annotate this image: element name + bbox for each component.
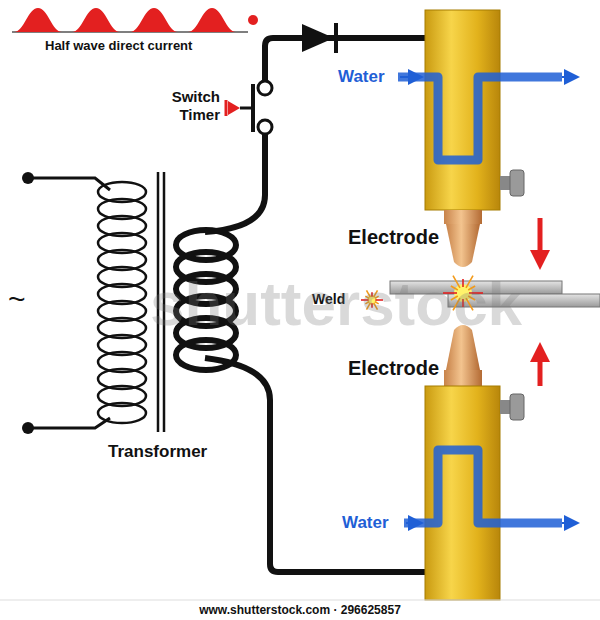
water-label: Water xyxy=(338,67,385,87)
switch-timer-symbol xyxy=(226,81,272,134)
switch-label: Switch Timer xyxy=(160,88,220,124)
input-terminal xyxy=(22,172,34,184)
transformer-label: Transformer xyxy=(108,442,207,462)
primary-coil xyxy=(98,182,146,423)
source-footer: www.shutterstock.com · 296625857 xyxy=(0,603,600,617)
footer-rule xyxy=(0,600,600,601)
electrode-label: Electrode xyxy=(348,226,439,249)
primary-winding-wires xyxy=(28,178,110,428)
signal-caption: Half wave direct current xyxy=(45,38,192,53)
electrode-label: Electrode xyxy=(348,357,439,380)
input-terminal xyxy=(22,422,34,434)
water-label: Water xyxy=(342,513,389,533)
coil-turn xyxy=(98,403,146,423)
diode-symbol xyxy=(302,15,435,53)
ac-symbol: ~ xyxy=(8,282,26,316)
half-wave-signal xyxy=(12,8,258,32)
watermark: shutterstock xyxy=(150,268,522,339)
coil-turn xyxy=(176,340,236,370)
